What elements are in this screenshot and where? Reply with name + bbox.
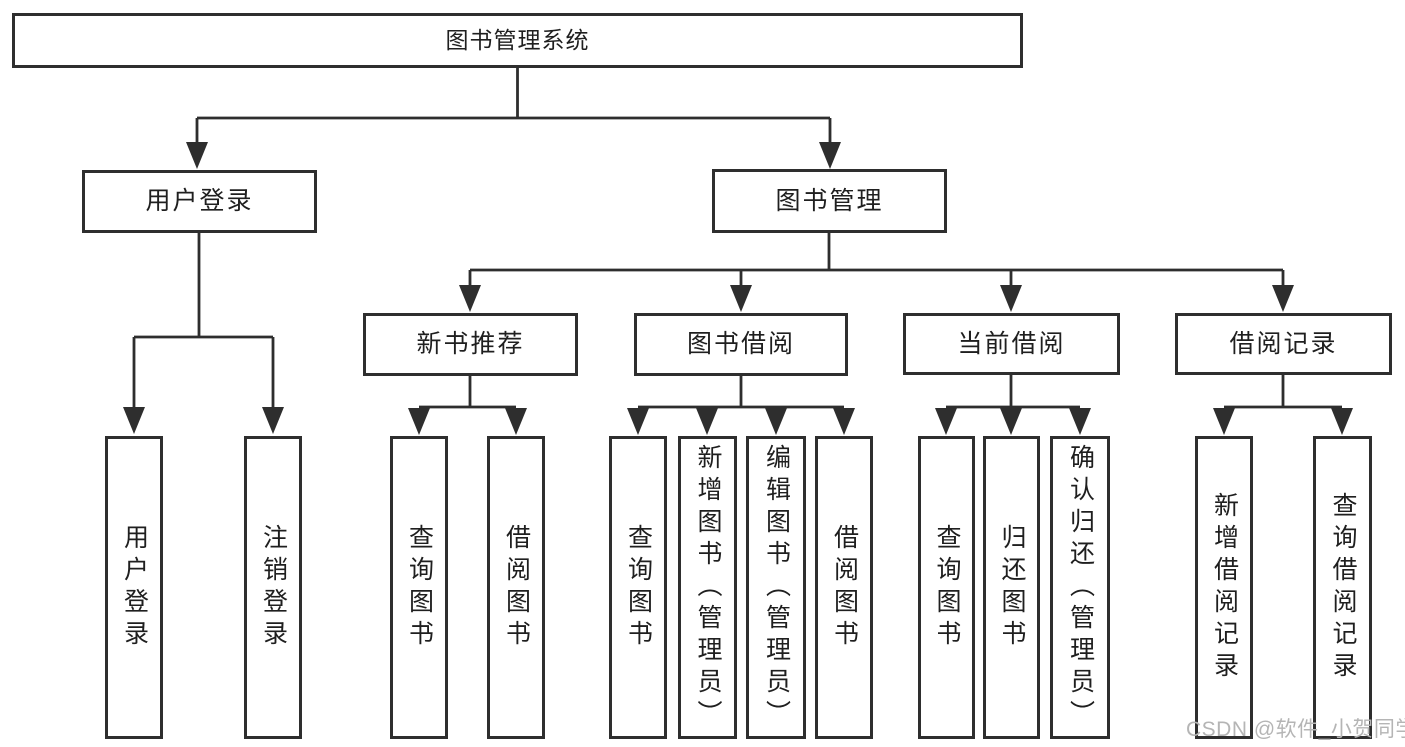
node-label: 新增图书（管理员） bbox=[694, 443, 722, 732]
node-label: 图书借阅 bbox=[686, 330, 795, 358]
leaf-query-borrow-record: 查询借阅记录 bbox=[1313, 436, 1372, 739]
node-label: 编辑图书（管理员） bbox=[762, 443, 791, 732]
node-book-borrowing: 图书借阅 bbox=[634, 313, 848, 376]
node-label: 查询图书 bbox=[624, 523, 653, 652]
node-label: 图书管理系统 bbox=[445, 27, 590, 53]
leaf-borrow-books-borrowing: 借阅图书 bbox=[815, 436, 873, 739]
node-user-login: 用户登录 bbox=[82, 170, 317, 233]
leaf-add-books-admin: 新增图书（管理员） bbox=[678, 436, 737, 739]
node-label: 借阅记录 bbox=[1229, 329, 1338, 358]
node-label: 查询借阅记录 bbox=[1329, 491, 1357, 684]
node-label: 用户登录 bbox=[120, 523, 149, 652]
leaf-logout: 注销登录 bbox=[244, 436, 302, 739]
node-label: 查询图书 bbox=[405, 523, 434, 652]
node-label: 归还图书 bbox=[998, 523, 1026, 652]
leaf-add-borrow-record: 新增借阅记录 bbox=[1195, 436, 1253, 739]
leaf-return-books: 归还图书 bbox=[983, 436, 1040, 739]
node-library-management-system: 图书管理系统 bbox=[12, 13, 1023, 68]
node-label: 借阅图书 bbox=[830, 523, 859, 652]
node-label: 用户登录 bbox=[145, 187, 254, 215]
leaf-borrow-books-recommend: 借阅图书 bbox=[487, 436, 545, 739]
leaf-query-books-current: 查询图书 bbox=[918, 436, 975, 739]
node-new-book-recommendation: 新书推荐 bbox=[363, 313, 578, 376]
node-label: 图书管理 bbox=[775, 186, 884, 215]
leaf-query-books-borrowing: 查询图书 bbox=[609, 436, 667, 739]
node-label: 注销登录 bbox=[259, 523, 288, 652]
leaf-query-books-recommend: 查询图书 bbox=[390, 436, 448, 739]
leaf-confirm-return-admin: 确认归还（管理员） bbox=[1050, 436, 1110, 739]
node-label: 当前借阅 bbox=[957, 329, 1066, 358]
node-borrowing-records: 借阅记录 bbox=[1175, 313, 1392, 375]
node-label: 查询图书 bbox=[933, 523, 961, 652]
node-label: 新书推荐 bbox=[416, 330, 525, 358]
node-label: 借阅图书 bbox=[502, 523, 531, 652]
leaf-edit-books-admin: 编辑图书（管理员） bbox=[746, 436, 806, 739]
node-current-borrowing: 当前借阅 bbox=[903, 313, 1120, 375]
leaf-user-login: 用户登录 bbox=[105, 436, 163, 739]
csdn-watermark: CSDN @软件_小贺同学 bbox=[1186, 718, 1405, 741]
node-label: 确认归还（管理员） bbox=[1066, 443, 1095, 732]
node-book-management: 图书管理 bbox=[712, 169, 947, 233]
node-label: 新增借阅记录 bbox=[1210, 491, 1239, 684]
